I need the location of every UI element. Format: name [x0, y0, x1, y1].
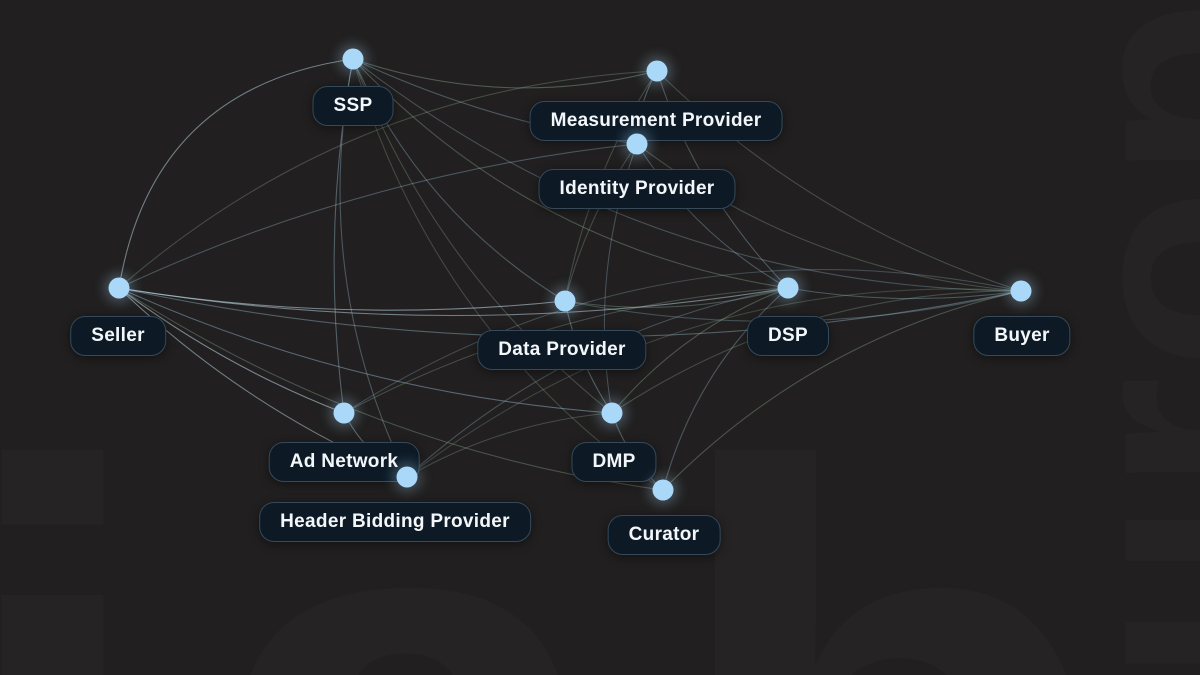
node-dot-buyer[interactable] — [1010, 280, 1032, 302]
edge-seller-dmp — [118, 287, 613, 414]
edge-seller-ad_network — [118, 287, 345, 414]
edge-seller-identity — [118, 143, 638, 289]
node-dot-dsp[interactable] — [777, 277, 799, 299]
edge-dsp-buyer — [787, 287, 1022, 300]
edge-identity-data_provider — [564, 143, 638, 302]
node-label-buyer[interactable]: Buyer — [973, 316, 1071, 356]
node-label-seller[interactable]: Seller — [70, 316, 166, 356]
node-dot-identity[interactable] — [626, 133, 648, 155]
node-dot-hbp[interactable] — [396, 466, 418, 488]
edge-data_provider-dsp — [564, 287, 789, 308]
edge-ssp-measurement — [352, 58, 658, 89]
node-label-dmp[interactable]: DMP — [571, 442, 657, 482]
node-label-measurement[interactable]: Measurement Provider — [529, 101, 783, 141]
edge-ssp-dsp — [352, 58, 789, 289]
node-label-identity[interactable]: Identity Provider — [538, 169, 736, 209]
edge-identity-buyer — [636, 143, 1022, 292]
edge-seller-measurement — [118, 70, 658, 289]
edge-buyer-hbp — [406, 288, 1022, 478]
node-dot-curator[interactable] — [652, 479, 674, 501]
node-label-data_provider[interactable]: Data Provider — [477, 330, 647, 370]
node-dot-data_provider[interactable] — [554, 290, 576, 312]
edge-buyer-ad_network — [343, 269, 1022, 414]
node-label-ad_network[interactable]: Ad Network — [268, 442, 420, 482]
node-dot-measurement[interactable] — [646, 60, 668, 82]
node-label-ssp[interactable]: SSP — [312, 86, 394, 126]
node-label-curator[interactable]: Curator — [607, 515, 721, 555]
edge-ssp-buyer — [352, 58, 1022, 292]
edge-dsp-ad_network — [343, 287, 789, 414]
node-label-dsp[interactable]: DSP — [747, 316, 829, 356]
edge-seller-dsp — [118, 287, 789, 317]
node-dot-ad_network[interactable] — [333, 402, 355, 424]
edge-dsp-curator — [662, 287, 789, 491]
node-label-hbp[interactable]: Header Bidding Provider — [259, 502, 531, 542]
edge-dmp-hbp — [406, 412, 613, 478]
node-dot-dmp[interactable] — [601, 402, 623, 424]
edge-ssp-seller — [118, 58, 354, 289]
edge-dsp-dmp — [611, 287, 789, 414]
node-dot-ssp[interactable] — [342, 48, 364, 70]
edge-seller-data_provider — [118, 287, 566, 311]
edge-identity-dsp — [636, 143, 789, 289]
node-dot-seller[interactable] — [108, 277, 130, 299]
edge-buyer-curator — [662, 290, 1022, 491]
